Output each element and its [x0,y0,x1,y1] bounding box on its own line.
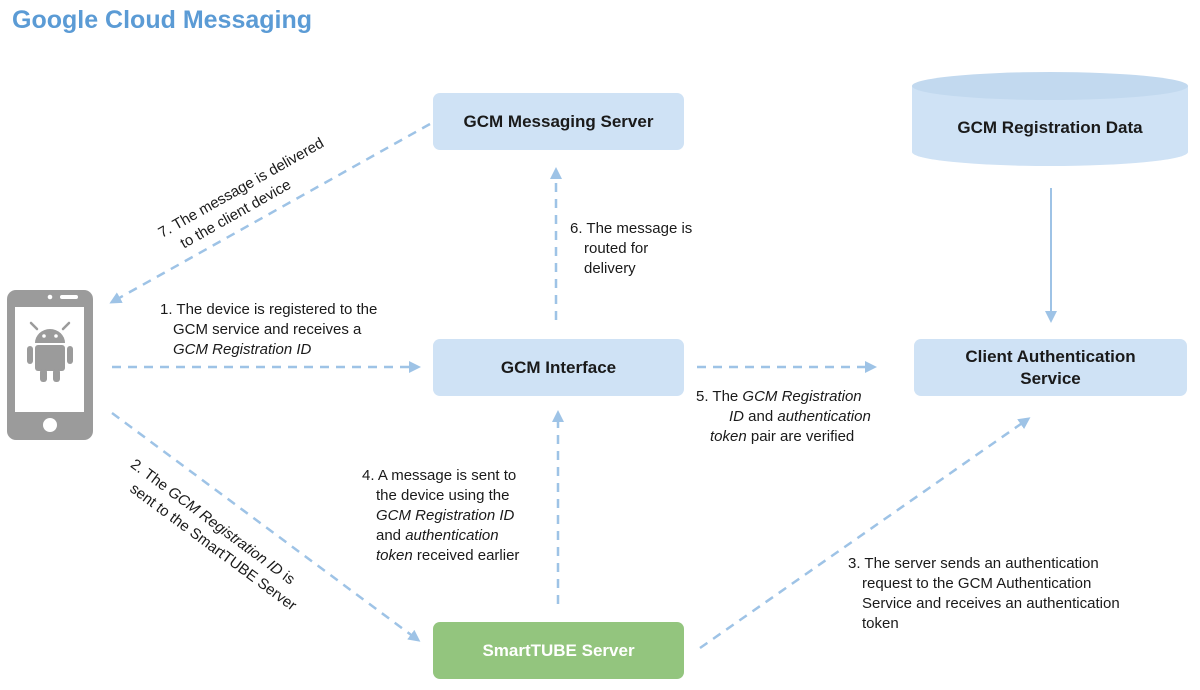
step-1-label: 1. The device is registered to the GCM s… [160,301,378,358]
gcm-messaging-server-box: GCM Messaging Server [433,93,684,150]
registration-data-cylinder [912,72,1188,166]
android-robot-icon [27,321,73,382]
step-6-label: 6. The message is routed for delivery [570,220,693,277]
arrow-messaging-to-device [109,122,431,304]
step-3-label: 3. The server sends an authentication re… [848,555,1120,632]
gcm-interface-label: GCM Interface [500,357,617,377]
page-title: Google Cloud Messaging [12,6,313,34]
gcm-interface-box: GCM Interface [433,339,684,396]
gcm-registration-data-label: GCM Registration Data [957,118,1143,137]
client-authentication-service-box: Client Authentication Service [914,339,1187,396]
smarttube-server-label: SmartTUBE Server [482,640,635,660]
gcm-messaging-server-label: GCM Messaging Server [463,111,654,131]
client-authentication-service-label: Client Authentication Service [965,346,1136,388]
step-5-label: 5. The GCM Registration ID and authentic… [696,388,871,445]
android-phone-icon [7,290,93,440]
smarttube-server-box: SmartTUBE Server [433,622,684,679]
arrow-smarttube-to-auth [699,417,1031,650]
step-4-label: 4. A message is sent to the device using… [362,467,520,564]
